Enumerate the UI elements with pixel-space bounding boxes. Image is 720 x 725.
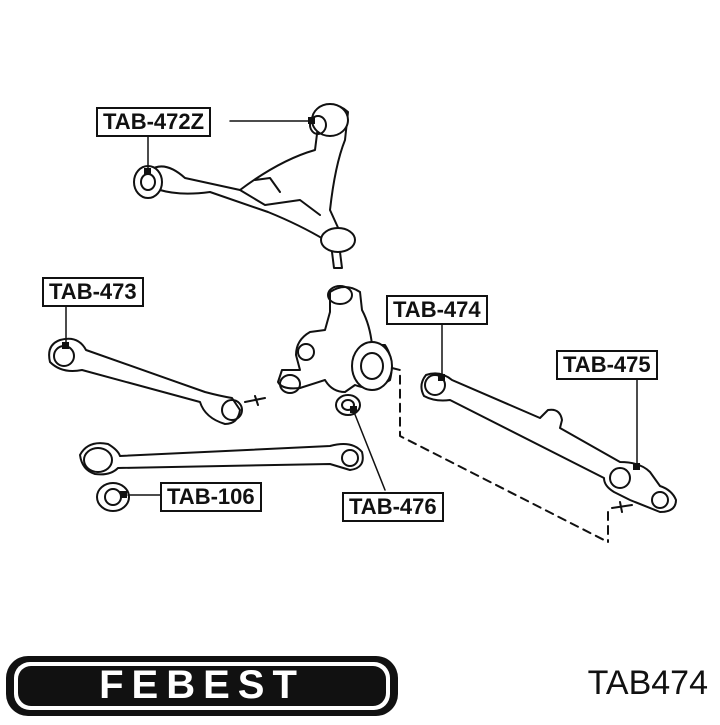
label-tab-475: TAB-475 bbox=[556, 350, 658, 380]
label-tab-106: TAB-106 bbox=[160, 482, 262, 512]
trailing-rod-474 bbox=[420, 372, 677, 513]
febest-logo: FEBEST bbox=[6, 656, 398, 716]
part-number: TAB474 bbox=[587, 664, 708, 702]
label-tab-476: TAB-476 bbox=[342, 492, 444, 522]
label-tab-474: TAB-474 bbox=[386, 295, 488, 325]
label-tab-473: TAB-473 bbox=[42, 277, 144, 307]
leader-lines bbox=[65, 120, 638, 496]
leader-dots bbox=[62, 117, 640, 498]
steering-knuckle bbox=[277, 285, 393, 416]
label-tab-472z: TAB-472Z bbox=[96, 107, 212, 137]
reference-dashes bbox=[391, 367, 609, 543]
brand-text: FEBEST bbox=[99, 663, 305, 707]
lateral-link-473 bbox=[48, 337, 266, 425]
